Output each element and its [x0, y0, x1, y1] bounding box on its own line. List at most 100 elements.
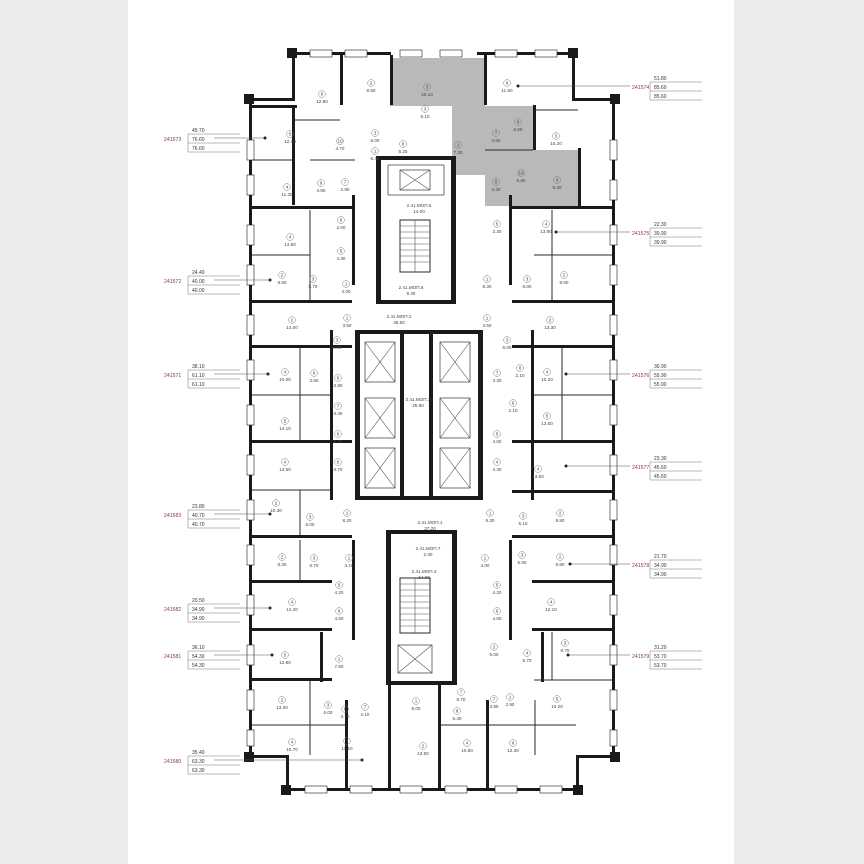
room-area: 10.30 [270, 508, 282, 513]
room-number: 3 [336, 338, 339, 343]
room-area: 4.70 [341, 714, 350, 719]
room-label: 511.10 [341, 737, 353, 751]
room-label: 72.10 [361, 703, 370, 717]
room-area: 2.00 [337, 225, 346, 230]
unit-total-area: 54.30 [192, 654, 205, 660]
common-area-code: 2.41.МОП.6 [399, 285, 424, 290]
common-area-code: 2.41.МОП.2 [387, 314, 412, 319]
room-label: 82.70 [334, 430, 343, 444]
unit-living-area: 45.70 [192, 128, 205, 134]
room-label: 17.20 [454, 141, 463, 155]
room-number-circle [333, 336, 341, 344]
room-label: 36.10 [421, 105, 430, 119]
common-area-code: 2.41.МОП.7 [416, 546, 441, 551]
room-area: 4.00 [481, 563, 490, 568]
room-label: 320.10 [421, 83, 433, 97]
common-area-value: 14.00 [413, 209, 425, 214]
room-number: 4 [284, 460, 287, 465]
room-area: 6.00 [503, 345, 512, 350]
room-number: 4 [537, 467, 540, 472]
room-area: 2.10 [516, 373, 525, 378]
room-number-circle [399, 140, 407, 148]
room-number: 1 [345, 282, 348, 287]
room-area: 13.50 [541, 421, 553, 426]
central-elevator-core [355, 330, 483, 500]
room-number: 2 [281, 555, 284, 560]
room-label: 410.70 [286, 738, 298, 752]
room-area: 12.10 [284, 139, 296, 144]
room-number: 6 [512, 401, 515, 406]
room-label: 16.40 [371, 147, 380, 161]
room-number-circle [483, 314, 491, 322]
room-number-circle [334, 458, 342, 466]
room-number: 4 [526, 651, 529, 656]
unit-total-area: 85.60 [654, 85, 667, 91]
room-number-circle [337, 216, 345, 224]
room-number: 5 [555, 134, 558, 139]
common-area-label: 2.41.МОП.69.30 [399, 285, 424, 296]
room-area: 6.50 [514, 127, 523, 132]
room-number-circle [278, 553, 286, 561]
room-number-circle [336, 137, 344, 145]
common-area-labels: 2.41.МОП.514.002.41.МОП.69.302.41.МОП.23… [387, 203, 443, 580]
unit-total-area-2: 85.60 [654, 94, 667, 100]
room-area: 4.20 [335, 590, 344, 595]
room-number-circle [342, 280, 350, 288]
room-label: 410.80 [461, 739, 473, 753]
room-area: 7.20 [454, 150, 463, 155]
room-label: 13.50 [483, 314, 492, 328]
room-number: 1 [346, 316, 349, 321]
room-label: 612.80 [316, 90, 328, 104]
unit-id: 241576 [632, 373, 649, 379]
room-number-circle [546, 316, 554, 324]
room-number: 3 [506, 338, 509, 343]
room-number: 2 [281, 273, 284, 278]
room-area: 12.10 [545, 607, 557, 612]
room-number: 10 [518, 171, 524, 176]
room-number-circle [367, 79, 375, 87]
room-number: 6 [340, 218, 343, 223]
room-number-circle [503, 336, 511, 344]
common-area-label: 2.41.МОП.514.00 [407, 203, 432, 214]
room-number: 7 [364, 705, 367, 710]
unit-total-area-2: 53.70 [654, 663, 667, 669]
room-label: 85.40 [453, 707, 462, 721]
room-area: 8.30 [486, 518, 495, 523]
room-label: 13.50 [343, 314, 352, 328]
room-number: 6 [496, 609, 499, 614]
room-number: 3 [374, 131, 377, 136]
room-area: 9.80 [556, 562, 565, 567]
unit-total-area: 34.90 [654, 563, 667, 569]
unit-id: 241581 [164, 654, 181, 660]
room-label: 64.60 [335, 607, 344, 621]
unit-total-area: 55.90 [654, 373, 667, 379]
room-number-circle [493, 430, 501, 438]
room-area: 3.40 [334, 411, 343, 416]
room-area: 6.10 [421, 114, 430, 119]
room-area: 10.20 [551, 704, 563, 709]
room-number-circle [324, 701, 332, 709]
room-number: 5 [496, 583, 499, 588]
room-area: 10.00 [279, 377, 291, 382]
room-area: 6.80 [517, 178, 526, 183]
room-area: 2.10 [361, 712, 370, 717]
room-number-circle [341, 705, 349, 713]
selected-apartment-highlight[interactable] [390, 58, 578, 206]
room-number-circle [503, 79, 511, 87]
unit-living-area: 24.40 [192, 270, 205, 276]
